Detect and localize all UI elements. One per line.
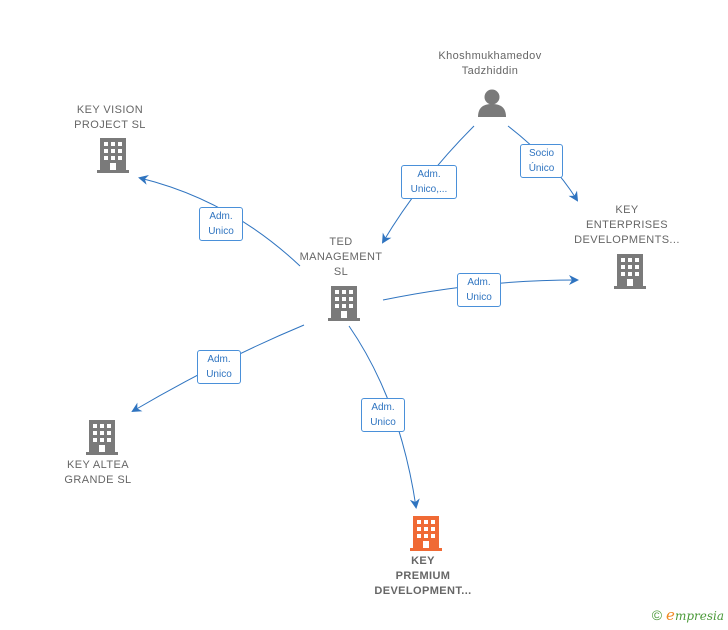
- building-icon-highlight[interactable]: [410, 516, 442, 551]
- node-label-line: PROJECT SL: [74, 119, 146, 131]
- node-label-line: KEY: [411, 555, 435, 567]
- relation-label-person-ted[interactable]: Adm. Unico,...: [401, 165, 457, 199]
- copyright-icon: ©: [651, 607, 663, 623]
- relation-label-ted-altea[interactable]: Adm. Unico: [197, 350, 241, 384]
- node-label-line: ENTERPRISES: [585, 219, 669, 231]
- node-label-line: DEVELOPMENTS...: [574, 234, 680, 246]
- node-label-line: TED: [329, 236, 353, 248]
- node-label-line: SL: [333, 266, 349, 278]
- node-label-line: KEY ALTEA: [67, 459, 129, 471]
- node-label-line: PREMIUM: [395, 570, 451, 582]
- node-label-key-premium[interactable]: KEY PREMIUM DEVELOPMENT...: [358, 554, 488, 599]
- relation-label-line: Adm.: [209, 211, 233, 222]
- node-label-line: Tadzhiddin: [461, 65, 519, 77]
- relation-label-line: Unico: [466, 292, 492, 303]
- brand-name: mpresia: [674, 609, 724, 623]
- relation-label-line: Unico: [208, 226, 234, 237]
- person-icon[interactable]: [478, 89, 506, 118]
- relation-label-line: Socio: [528, 148, 554, 159]
- node-label-person[interactable]: Khoshmukhamedov Tadzhiddin: [420, 49, 560, 79]
- node-label-line: KEY: [615, 204, 639, 216]
- brand-logo: empresia: [666, 606, 724, 624]
- relation-label-line: Adm.: [467, 277, 491, 288]
- node-label-line: MANAGEMENT: [299, 251, 383, 263]
- node-label-ted[interactable]: TED MANAGEMENT SL: [281, 235, 401, 280]
- relation-label-line: Unico,...: [410, 184, 448, 195]
- relation-label-line: Adm.: [207, 354, 231, 365]
- building-icon[interactable]: [97, 138, 129, 173]
- relation-label-ted-enterprises[interactable]: Adm. Unico: [457, 273, 501, 307]
- empresia-watermark: © empresia: [652, 606, 724, 624]
- brand-initial: e: [666, 606, 675, 624]
- relation-label-line: Adm.: [371, 402, 395, 413]
- building-icon[interactable]: [86, 420, 118, 455]
- relation-label-line: Único: [528, 163, 555, 174]
- node-label-line: KEY VISION: [76, 104, 144, 116]
- relation-label-line: Unico: [370, 417, 396, 428]
- node-label-line: DEVELOPMENT...: [374, 585, 472, 597]
- node-label-line: GRANDE SL: [64, 474, 132, 486]
- node-label-line: Khoshmukhamedov: [438, 50, 542, 62]
- relation-label-line: Unico: [206, 369, 232, 380]
- node-label-key-vision[interactable]: KEY VISION PROJECT SL: [50, 103, 170, 133]
- node-label-key-enterprises[interactable]: KEY ENTERPRISES DEVELOPMENTS...: [562, 203, 692, 248]
- node-label-key-altea[interactable]: KEY ALTEA GRANDE SL: [38, 458, 158, 488]
- building-icon[interactable]: [614, 254, 646, 289]
- relation-label-person-enterprises[interactable]: Socio Único: [520, 144, 563, 178]
- building-icon[interactable]: [328, 286, 360, 321]
- relation-label-ted-premium[interactable]: Adm. Unico: [361, 398, 405, 432]
- relation-label-line: Adm.: [417, 169, 441, 180]
- relation-label-ted-vision[interactable]: Adm. Unico: [199, 207, 243, 241]
